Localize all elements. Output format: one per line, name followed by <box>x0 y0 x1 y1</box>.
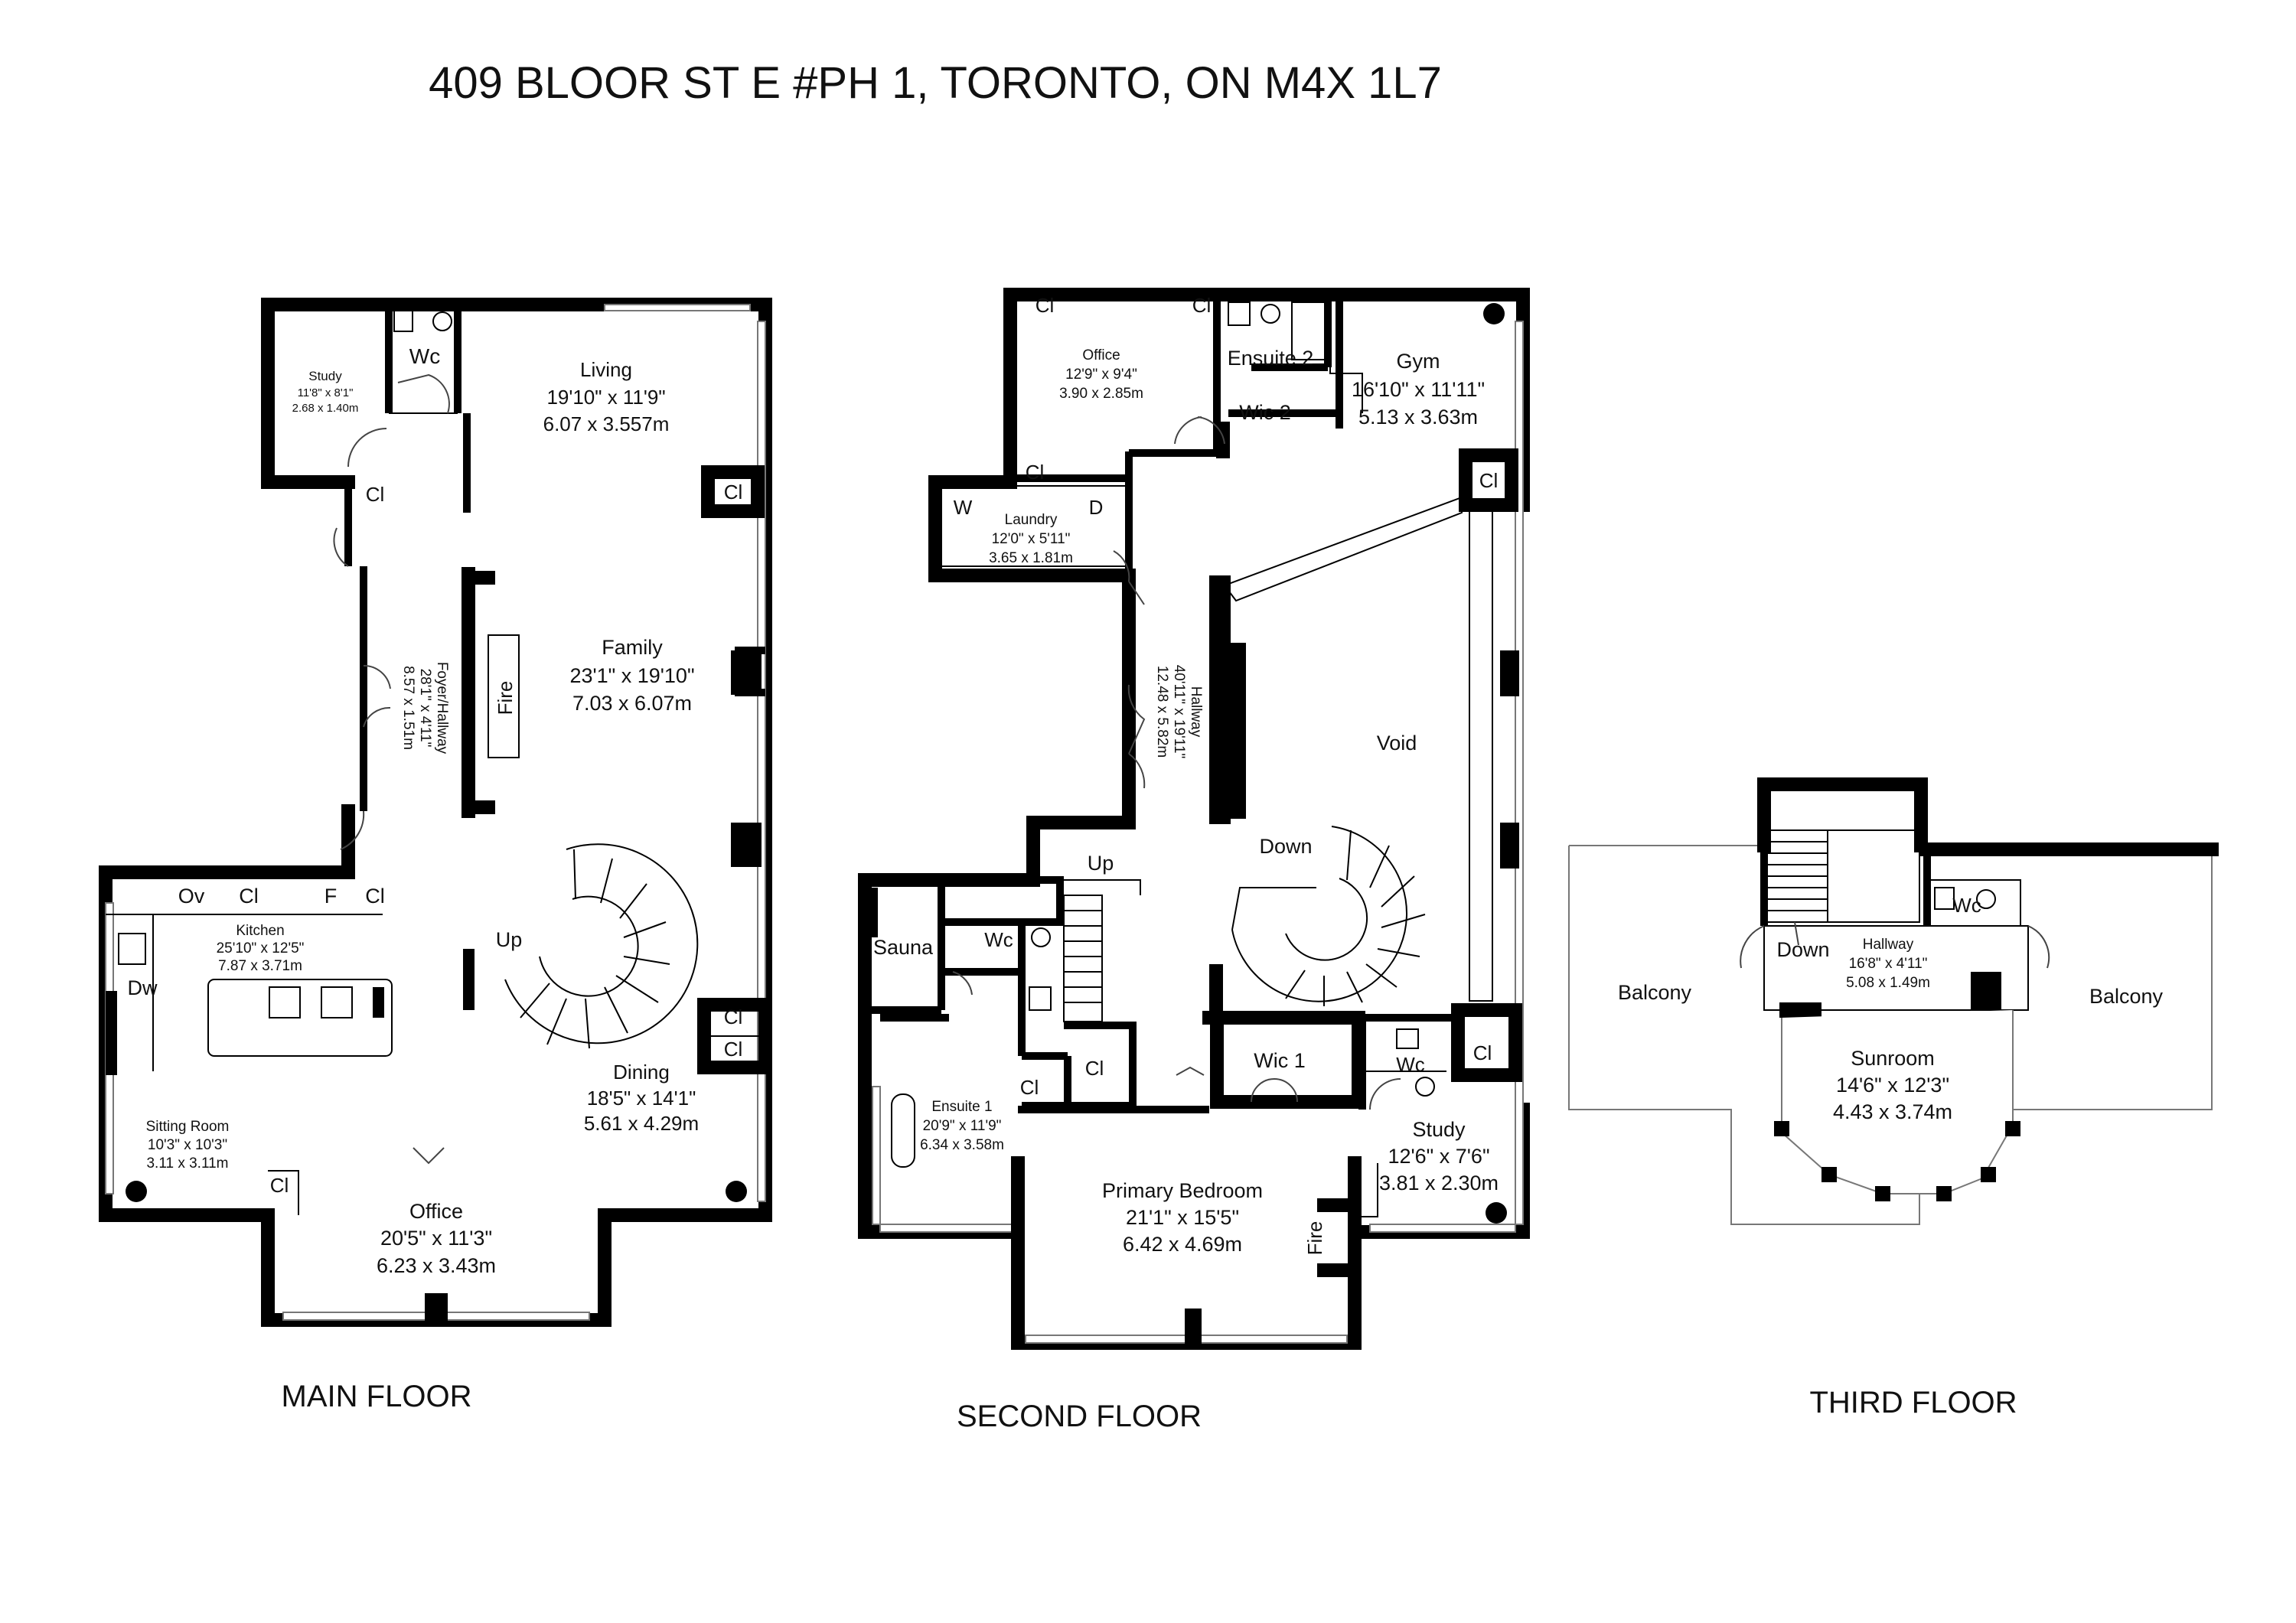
cl-m4: Cl <box>724 1038 743 1061</box>
sunroom-metric: 4.43 x 3.74m <box>1833 1100 1952 1123</box>
ensuite1-name: Ensuite 1 <box>931 1099 992 1115</box>
page-title: 409 BLOOR ST E #PH 1, TORONTO, ON M4X 1L… <box>429 58 1442 108</box>
third-floor-labels: Down Hallway 16'8" x 4'11" 5.08 x 1.49m … <box>1618 894 2164 1419</box>
up-2-label: Up <box>1088 852 1114 875</box>
dining-name: Dining <box>613 1061 670 1084</box>
gym-imperial: 16'10" x 11'11" <box>1352 378 1485 401</box>
kitchen-metric: 7.87 x 3.71m <box>218 958 302 974</box>
cl-s2: Cl <box>1192 294 1212 317</box>
gym-metric: 5.13 x 3.63m <box>1358 406 1478 429</box>
study-main-metric: 2.68 x 1.40m <box>292 402 359 415</box>
living-name: Living <box>580 358 632 381</box>
office-2-imperial: 12'9" x 9'4" <box>1065 367 1137 383</box>
dw-label: Dw <box>128 976 158 999</box>
wc-2a-label: Wc <box>984 928 1013 951</box>
laundry-metric: 3.65 x 1.81m <box>989 550 1073 566</box>
family-imperial: 23'1" x 19'10" <box>569 664 694 687</box>
office-main-imperial: 20'5" x 11'3" <box>380 1227 492 1250</box>
cl-s3: Cl <box>1026 461 1045 484</box>
living-imperial: 19'10" x 11'9" <box>546 386 665 409</box>
hallway-2-imperial: 40'11" x 19'11" <box>1171 665 1187 759</box>
cl-s4: Cl <box>1479 469 1499 492</box>
main-floor-labels: Study 11'8" x 8'1" 2.68 x 1.40m Wc Livin… <box>128 344 743 1413</box>
cl-main-2: Cl <box>366 483 385 506</box>
laundry-name: Laundry <box>1005 512 1058 528</box>
hallway-3-imperial: 16'8" x 4'11" <box>1849 956 1928 972</box>
sunroom-name: Sunroom <box>1851 1047 1935 1070</box>
study-main-name: Study <box>308 369 342 383</box>
second-floor-labels: Cl Cl Office 12'9" x 9'4" 3.90 x 2.85m E… <box>873 294 1499 1433</box>
hallway-2-metric: 12.48 x 5.82m <box>1154 666 1170 758</box>
second-floor-plan <box>858 288 1530 1350</box>
sauna-label: Sauna <box>873 936 934 959</box>
cl-m5: Cl <box>270 1174 289 1197</box>
sitting-name: Sitting Room <box>146 1119 230 1135</box>
void-label: Void <box>1377 732 1417 754</box>
cl-s1: Cl <box>1035 294 1055 317</box>
office-main-metric: 6.23 x 3.43m <box>377 1254 496 1277</box>
down-2-label: Down <box>1259 835 1312 858</box>
ov-label: Ov <box>178 885 205 908</box>
main-floor-caption: MAIN FLOOR <box>282 1380 472 1413</box>
wic2-name: Wic 2 <box>1239 401 1291 424</box>
cl-s7: Cl <box>1473 1041 1492 1064</box>
hallway-3-name: Hallway <box>1863 937 1914 953</box>
cl-m3: Cl <box>724 1005 743 1028</box>
sunroom-imperial: 14'6" x 12'3" <box>1836 1074 1949 1097</box>
fire-main: Fire <box>494 681 517 715</box>
dining-imperial: 18'5" x 14'1" <box>587 1087 696 1110</box>
dining-metric: 5.61 x 4.29m <box>584 1112 699 1135</box>
gym-name: Gym <box>1397 350 1440 373</box>
wic1-label: Wic 1 <box>1254 1049 1306 1072</box>
office-main-name: Office <box>409 1200 463 1223</box>
study-2-metric: 3.81 x 2.30m <box>1379 1172 1499 1194</box>
kitchen-name: Kitchen <box>236 923 284 939</box>
wc-2b-label: Wc <box>1396 1053 1425 1076</box>
sitting-metric: 3.11 x 3.11m <box>146 1155 228 1172</box>
cl-s5: Cl <box>1085 1057 1104 1080</box>
foyer-metric: 8.57 x 1.51m <box>400 666 416 750</box>
hallway-2-name: Hallway <box>1188 686 1204 738</box>
family-metric: 7.03 x 6.07m <box>572 692 692 715</box>
w-label: W <box>954 496 973 519</box>
study-2-name: Study <box>1412 1118 1466 1141</box>
ensuite2-name: Ensuite 2 <box>1228 347 1314 370</box>
balcony-left-label: Balcony <box>1618 981 1692 1004</box>
study-main-imperial: 11'8" x 8'1" <box>298 386 354 399</box>
foyer-name: Foyer/Hallway <box>434 662 450 754</box>
foyer-imperial: 28'1" x 4'11" <box>417 669 433 748</box>
laundry-imperial: 12'0" x 5'11" <box>992 531 1071 547</box>
study-2-imperial: 12'6" x 7'6" <box>1388 1145 1489 1168</box>
third-floor-plan <box>1568 777 2219 1225</box>
ensuite1-imperial: 20'9" x 11'9" <box>923 1118 1002 1134</box>
office-2-metric: 3.90 x 2.85m <box>1059 386 1143 402</box>
cl-k1-label: Cl <box>239 885 259 908</box>
third-floor-caption: THIRD FLOOR <box>1809 1386 2017 1419</box>
balcony-right-label: Balcony <box>2089 985 2164 1008</box>
living-metric: 6.07 x 3.557m <box>543 412 670 435</box>
wc-main-name: Wc <box>409 344 440 368</box>
wc-3-label: Wc <box>1952 894 1981 917</box>
office-2-name: Office <box>1082 347 1120 363</box>
hallway-3-metric: 5.08 x 1.49m <box>1846 975 1930 991</box>
primary-metric: 6.42 x 4.69m <box>1123 1233 1242 1256</box>
main-floor-plan <box>99 298 772 1327</box>
second-floor-caption: SECOND FLOOR <box>957 1400 1202 1433</box>
sitting-imperial: 10'3" x 10'3" <box>148 1137 227 1153</box>
cl-k2-label: Cl <box>365 885 385 908</box>
primary-name: Primary Bedroom <box>1102 1179 1263 1202</box>
cl-main-1: Cl <box>724 481 743 504</box>
ensuite1-metric: 6.34 x 3.58m <box>920 1137 1004 1153</box>
primary-imperial: 21'1" x 15'5" <box>1126 1206 1239 1229</box>
f-label: F <box>325 885 338 908</box>
up-main-label: Up <box>496 928 523 951</box>
d-label: D <box>1089 496 1104 519</box>
family-name: Family <box>602 636 663 659</box>
kitchen-imperial: 25'10" x 12'5" <box>217 940 305 957</box>
fire-2: Fire <box>1303 1221 1326 1256</box>
down-3-label: Down <box>1776 938 1829 961</box>
cl-s6: Cl <box>1020 1076 1039 1099</box>
